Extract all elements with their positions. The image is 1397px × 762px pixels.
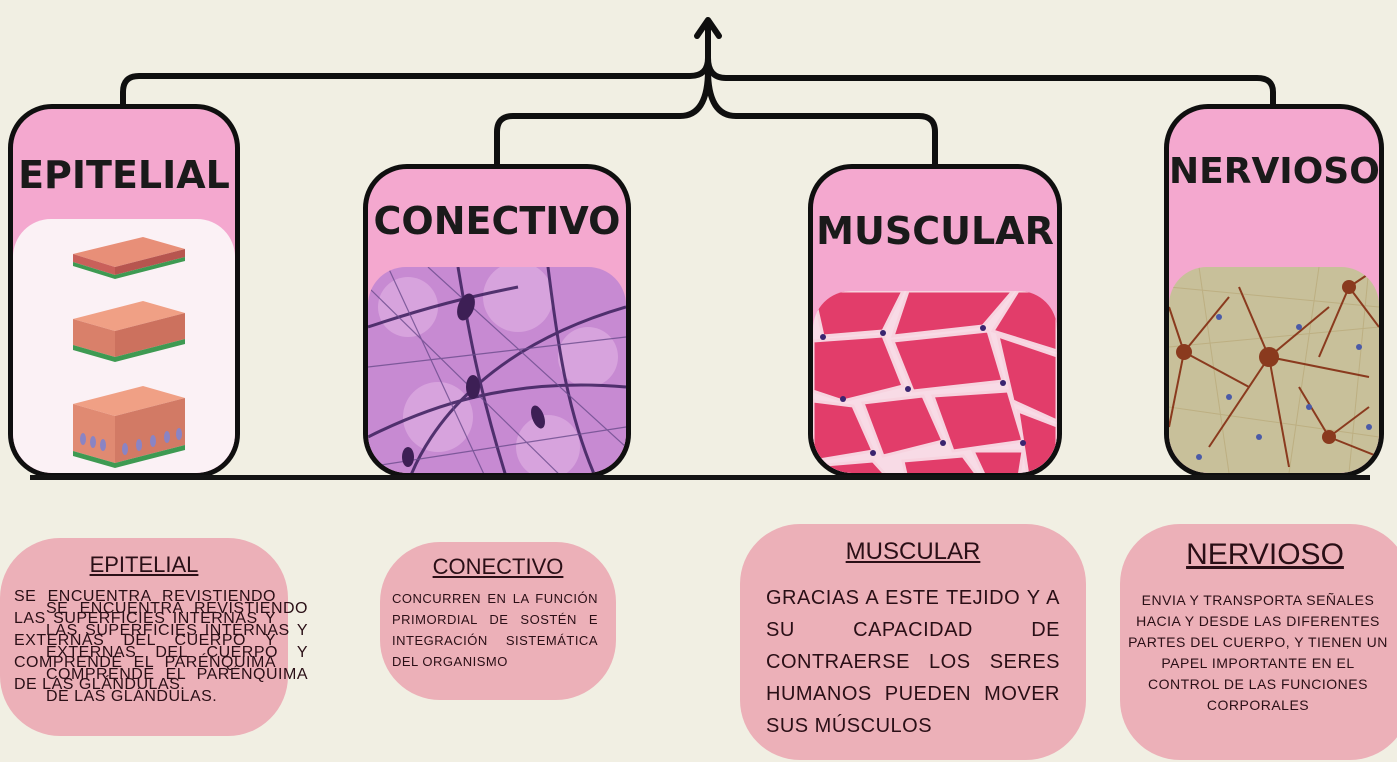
desc-conectivo: CONECTIVO CONCURREN EN LA FUNCIÓN PRIMOR… (380, 542, 616, 700)
nerve-tissue-image (1169, 267, 1379, 473)
card-title-epitelial: EPITELIAL (18, 153, 230, 197)
card-epitelial: EPITELIAL (8, 104, 240, 478)
card-title-nervioso: NERVIOSO (1169, 151, 1380, 192)
connective-tissue-image (368, 267, 626, 473)
desc-epitelial: EPITELIAL SE ENCUENTRA REVISTIENDO LAS S… (0, 538, 308, 736)
desc-text-epitelial: SE ENCUENTRA REVISTIENDO LAS SUPERFICIES… (14, 588, 276, 693)
card-muscular: MUSCULAR (808, 164, 1062, 478)
card-title-muscular: MUSCULAR (816, 209, 1054, 253)
muscle-tissue-image (813, 291, 1057, 473)
card-nervioso: NERVIOSO (1164, 104, 1384, 478)
desc-text-epitelial-shadow: SE ENCUENTRA REVISTIENDO LAS SUPERFICIES… (46, 600, 308, 705)
desc-title-epitelial: EPITELIAL (89, 552, 199, 577)
baseline (30, 475, 1370, 480)
desc-text-conectivo: CONCURREN EN LA FUNCIÓN PRIMORDIAL DE SO… (392, 591, 598, 669)
desc-muscular: MUSCULAR GRACIAS A ESTE TEJIDO Y A SU CA… (740, 524, 1086, 760)
desc-text-muscular: GRACIAS A ESTE TEJIDO Y A SU CAPACIDAD D… (766, 587, 1060, 737)
squamous-epithelium-icon (73, 237, 185, 279)
desc-title-muscular: MUSCULAR (845, 538, 981, 565)
card-conectivo: CONECTIVO (363, 164, 631, 478)
columnar-epithelium-icon (73, 386, 185, 468)
cuboidal-epithelium-icon (73, 301, 185, 362)
card-title-conectivo: CONECTIVO (373, 199, 621, 243)
desc-nervioso: NERVIOSO ENVIA Y TRANSPORTA SEÑALES HACI… (1120, 524, 1397, 760)
desc-text-nervioso: ENVIA Y TRANSPORTA SEÑALES HACIA Y DESDE… (1128, 592, 1388, 713)
desc-title-nervioso: NERVIOSO (1186, 538, 1344, 571)
desc-title-conectivo: CONECTIVO (432, 554, 564, 579)
epithelium-illustration (13, 219, 235, 473)
